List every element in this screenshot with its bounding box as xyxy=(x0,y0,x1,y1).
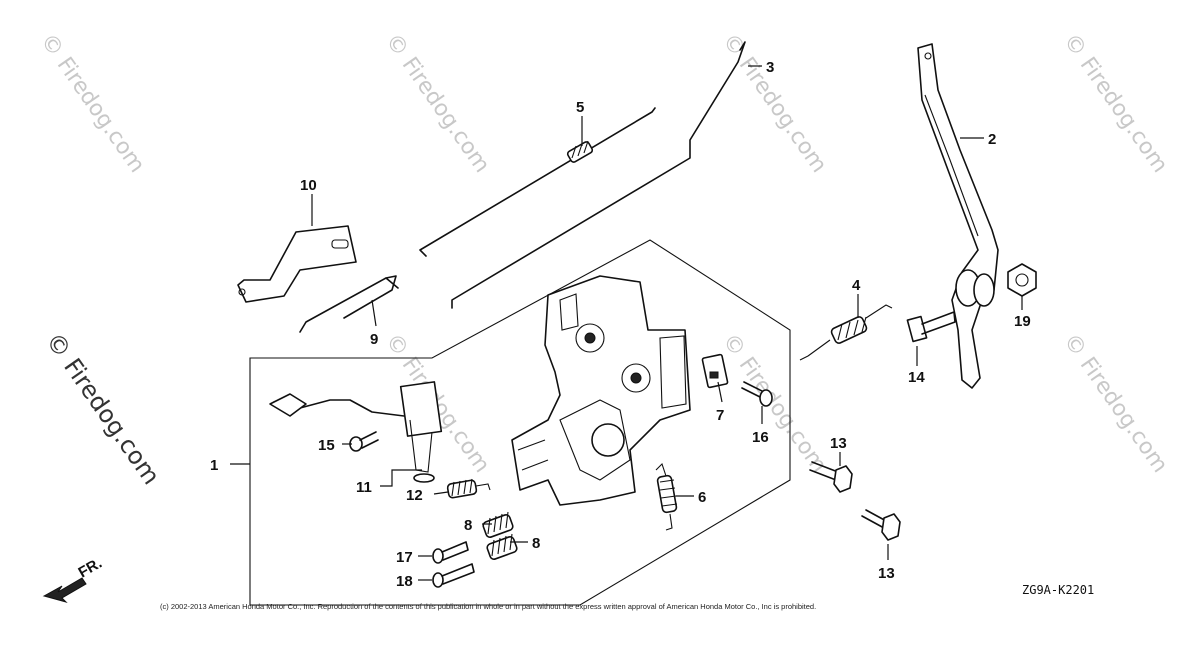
copyright-notice: (c) 2002-2013 American Honda Motor Co., … xyxy=(160,602,816,611)
callout-11: 11 xyxy=(356,479,372,496)
callout-9: 9 xyxy=(370,331,378,348)
part-8-spring-upper xyxy=(482,511,514,538)
callout-6: 6 xyxy=(698,489,706,506)
callout-1: 1 xyxy=(210,457,218,474)
callout-10: 10 xyxy=(300,177,317,194)
part-13-bolt-lower xyxy=(861,509,901,541)
part-10-hole xyxy=(238,288,246,296)
part-3-rod xyxy=(451,41,746,309)
watermark-tile: © Firedog.com xyxy=(717,29,831,177)
part-19-nut xyxy=(1007,263,1037,297)
callout-16: 16 xyxy=(752,429,769,446)
watermark-tile: © Firedog.com xyxy=(35,29,149,177)
callouts: 1 2 3 4 5 6 7 8 8 9 10 11 12 13 13 14 15… xyxy=(210,59,1031,590)
part-14-bolt xyxy=(906,311,956,343)
part-6-spring xyxy=(655,462,678,531)
front-arrow: FR. xyxy=(42,555,105,603)
part-11-harness xyxy=(269,381,443,483)
part-2-lever xyxy=(917,43,999,389)
part-2-hole xyxy=(924,52,932,60)
part-10-slot xyxy=(331,239,349,249)
callout-18: 18 xyxy=(396,573,413,590)
callout-17: 17 xyxy=(396,549,413,566)
watermark-side: © Firedog.com xyxy=(40,327,165,489)
part-7-clip xyxy=(701,353,729,389)
callout-15: 15 xyxy=(318,437,335,454)
watermark-tile: © Firedog.com xyxy=(380,29,494,177)
part-2-lever-edge xyxy=(924,94,979,237)
watermark-tile: © Firedog.com xyxy=(1058,329,1172,477)
callout-2: 2 xyxy=(988,131,996,148)
part-10-bracket xyxy=(237,225,357,303)
part-2-pivot xyxy=(955,269,995,307)
callout-13-lower: 13 xyxy=(878,565,895,582)
part-18-screw xyxy=(432,563,475,588)
callout-3: 3 xyxy=(766,59,774,76)
callout-7: 7 xyxy=(716,407,724,424)
part-9-clip xyxy=(299,275,399,333)
callout-5: 5 xyxy=(576,99,584,116)
part-17-screw xyxy=(432,541,469,564)
leader-lines xyxy=(230,65,1023,581)
part-16-screw xyxy=(741,381,773,407)
diagram-code: ZG9A-K2201 xyxy=(1022,583,1094,597)
callout-8-upper: 8 xyxy=(464,517,472,534)
watermark-tile: © Firedog.com xyxy=(1058,29,1172,177)
part-8-spring-lower xyxy=(486,533,518,560)
callout-19: 19 xyxy=(1014,313,1031,330)
part-12-spring xyxy=(446,478,491,499)
part-4-spring xyxy=(799,304,893,361)
part-15-screw xyxy=(349,431,379,452)
callout-13-upper: 13 xyxy=(830,435,847,452)
callout-14: 14 xyxy=(908,369,925,386)
assembly-outline xyxy=(249,239,791,606)
part-13-bolt-upper xyxy=(809,461,853,493)
part-1-control-plate xyxy=(511,275,691,506)
part-5-spring xyxy=(566,140,594,163)
front-label: FR. xyxy=(76,555,105,582)
callout-4: 4 xyxy=(852,277,861,294)
callout-12: 12 xyxy=(406,487,423,504)
callout-8-lower: 8 xyxy=(532,535,540,552)
